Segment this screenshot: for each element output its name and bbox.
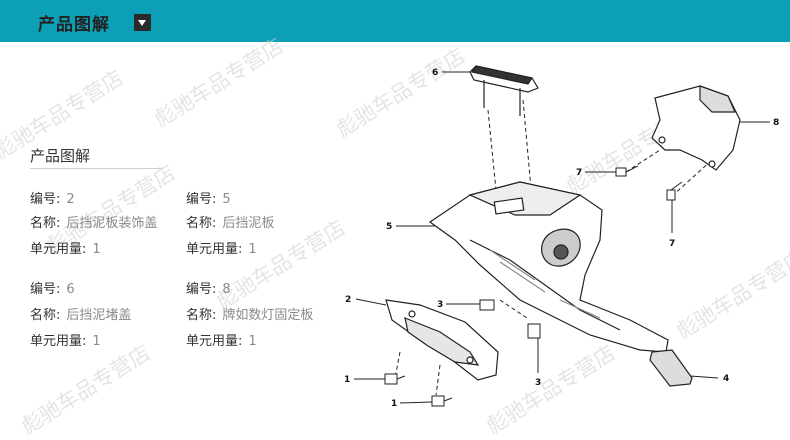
part-number-row: 编号:6 <box>30 282 75 297</box>
part-name-row: 名称:后挡泥堵盖 <box>30 308 132 323</box>
part-qty-row: 单元用量:1 <box>186 242 257 257</box>
part-qty-row: 单元用量:1 <box>30 334 101 349</box>
parts-diagram: 6 8 7 7 5 2 3 3 4 1 1 <box>344 65 779 409</box>
callout-label: 6 <box>432 68 438 78</box>
part-7-screws <box>615 165 683 201</box>
part-name-row: 名称:后挡泥板 <box>186 216 275 231</box>
header-title: 产品图解 <box>38 15 110 35</box>
part-6-cap <box>469 65 539 116</box>
part-number-row: 编号:8 <box>186 282 231 297</box>
watermark-text: 彪驰车品专营店 <box>150 33 288 132</box>
part-number-row: 编号:2 <box>30 192 75 207</box>
part-3-fasteners <box>479 299 541 339</box>
callout-label: 1 <box>391 399 397 409</box>
callout-label: 5 <box>386 222 392 232</box>
divider <box>30 168 162 169</box>
page-header: 产品图解 <box>0 0 790 42</box>
part-2-cover <box>385 299 499 381</box>
part-8-bracket <box>651 85 741 171</box>
part-name-row: 名称:后挡泥板装饰盖 <box>30 216 158 231</box>
part-1-screws <box>384 373 453 407</box>
callout-label: 8 <box>773 118 779 128</box>
part-5-fender <box>428 181 669 353</box>
callout-label: 7 <box>669 239 675 249</box>
part-4-pad <box>649 349 693 387</box>
callout-label: 3 <box>437 300 443 310</box>
callout-label: 7 <box>576 168 582 178</box>
part-name-row: 名称:牌如数灯固定板 <box>186 308 314 323</box>
chevron-down-icon[interactable] <box>134 14 151 31</box>
part-number-row: 编号:5 <box>186 192 231 207</box>
part-qty-row: 单元用量:1 <box>186 334 257 349</box>
watermark-text: 彪驰车品专营店 <box>17 340 155 439</box>
callout-label: 1 <box>344 375 350 385</box>
section-title: 产品图解 <box>30 147 91 165</box>
callout-label: 3 <box>535 378 541 388</box>
callout-label: 2 <box>345 295 351 305</box>
part-qty-row: 单元用量:1 <box>30 242 101 257</box>
callout-label: 4 <box>723 374 729 384</box>
